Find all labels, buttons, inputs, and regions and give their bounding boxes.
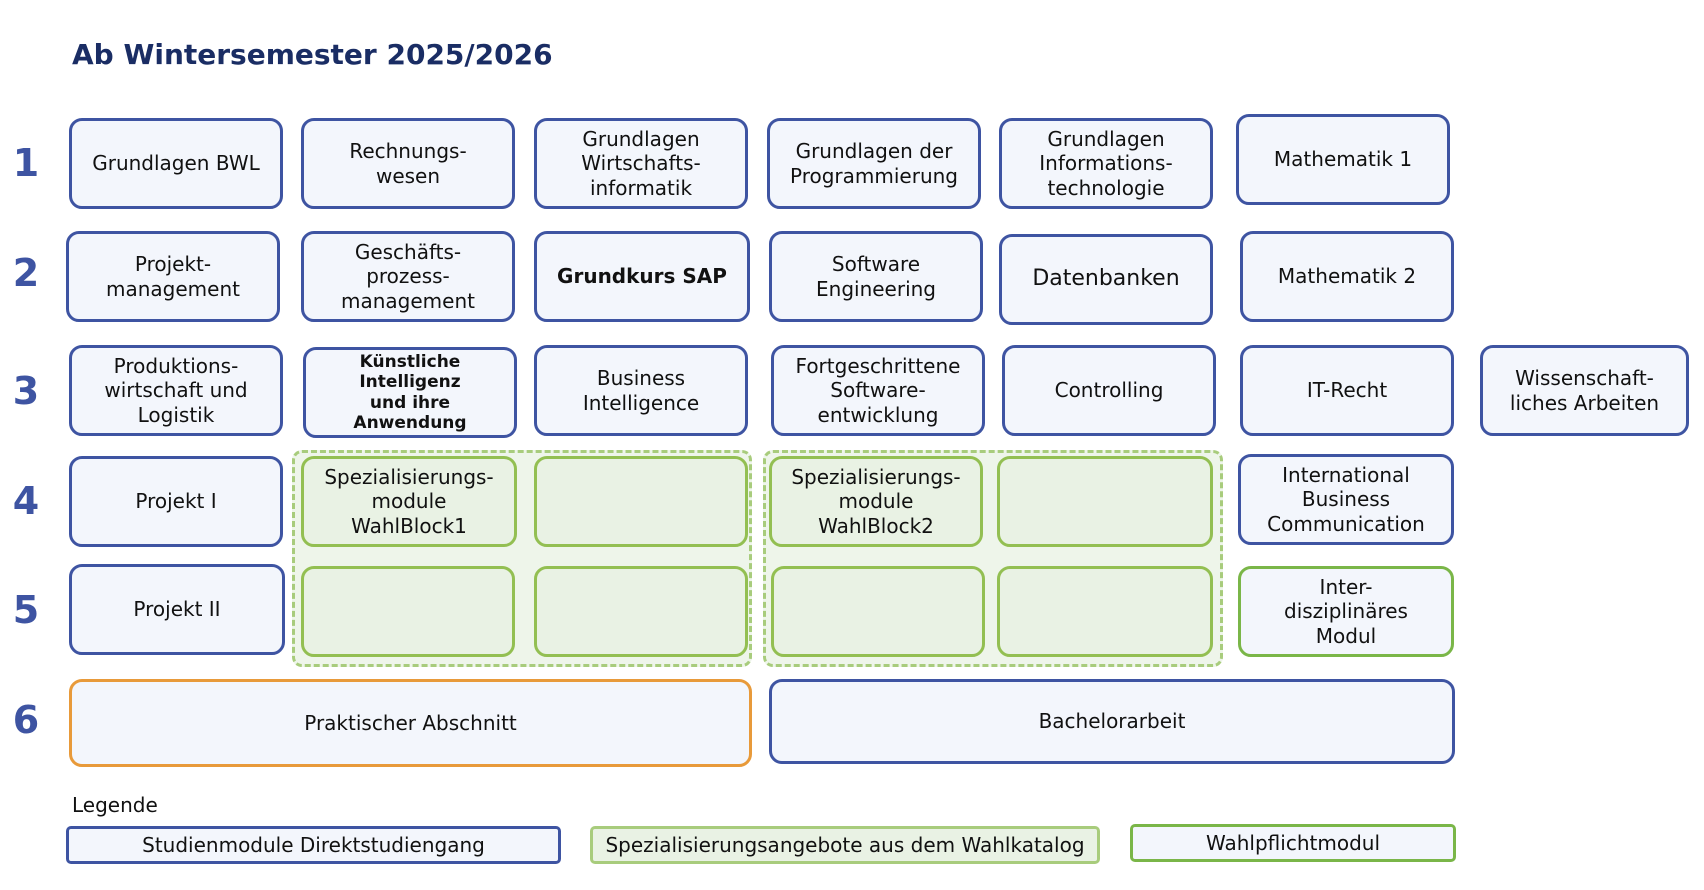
page-title: Ab Wintersemester 2025/2026	[72, 38, 553, 71]
module-it-recht: IT-Recht	[1240, 345, 1454, 436]
module-kuenstliche-intelligenz: Künstliche Intelligenz und ihre Anwendun…	[303, 347, 517, 438]
legend-label: Legende	[72, 793, 158, 817]
legend-wahlpflichtmodul: Wahlpflichtmodul	[1130, 824, 1456, 862]
module-interdisziplinaeres-modul: Inter- disziplinäres Modul	[1238, 566, 1454, 657]
semester-number-2: 2	[12, 251, 40, 295]
module-praktischer-abschnitt: Praktischer Abschnitt	[69, 679, 752, 767]
module-wissenschaftliches-arbeiten: Wissenschaft- liches Arbeiten	[1480, 345, 1689, 436]
module-mathematik-2: Mathematik 2	[1240, 231, 1454, 322]
module-business-intelligence: Business Intelligence	[534, 345, 748, 436]
module-grundlagen-informationstechnologie: Grundlagen Informations- technologie	[999, 118, 1213, 209]
module-spezialisierung-wahlblock2-slot	[997, 566, 1213, 657]
legend-spezialisierungsangebote: Spezialisierungsangebote aus dem Wahlkat…	[590, 826, 1100, 864]
module-projekt-1: Projekt I	[69, 456, 283, 547]
module-geschaeftsprozessmanagement: Geschäfts- prozess- management	[301, 231, 515, 322]
semester-number-1: 1	[12, 141, 40, 185]
module-grundlagen-programmierung: Grundlagen der Programmierung	[767, 118, 981, 209]
module-spezialisierung-wahlblock2-slot	[771, 566, 985, 657]
module-projektmanagement: Projekt- management	[66, 231, 280, 322]
module-bachelorarbeit: Bachelorarbeit	[769, 679, 1455, 764]
semester-number-5: 5	[12, 588, 40, 632]
semester-number-6: 6	[12, 698, 40, 742]
module-international-business-communication: International Business Communication	[1238, 454, 1454, 545]
module-spezialisierung-wahlblock1-slot	[534, 566, 748, 657]
module-mathematik-1: Mathematik 1	[1236, 114, 1450, 205]
module-grundlagen-wirtschaftsinformatik: Grundlagen Wirtschafts- informatik	[534, 118, 748, 209]
module-controlling: Controlling	[1002, 345, 1216, 436]
module-grundlagen-bwl: Grundlagen BWL	[69, 118, 283, 209]
module-projekt-2: Projekt II	[69, 564, 285, 655]
semester-number-3: 3	[12, 369, 40, 413]
module-rechnungswesen: Rechnungs- wesen	[301, 118, 515, 209]
module-spezialisierung-wahlblock1-slot	[301, 566, 515, 657]
module-datenbanken: Datenbanken	[999, 234, 1213, 325]
module-grundkurs-sap: Grundkurs SAP	[534, 231, 750, 322]
module-software-engineering: Software Engineering	[769, 231, 983, 322]
module-spezialisierung-wahlblock2: Spezialisierungs- module WahlBlock2	[769, 456, 983, 547]
module-spezialisierung-wahlblock1: Spezialisierungs- module WahlBlock1	[301, 456, 517, 547]
semester-number-4: 4	[12, 479, 40, 523]
module-spezialisierung-wahlblock2-slot	[997, 456, 1213, 547]
module-spezialisierung-wahlblock1-slot	[534, 456, 748, 547]
module-produktionswirtschaft-logistik: Produktions- wirtschaft und Logistik	[69, 345, 283, 436]
legend-studienmodule: Studienmodule Direktstudiengang	[66, 826, 561, 864]
module-fortgeschrittene-softwareentwicklung: Fortgeschrittene Software- entwicklung	[771, 345, 985, 436]
